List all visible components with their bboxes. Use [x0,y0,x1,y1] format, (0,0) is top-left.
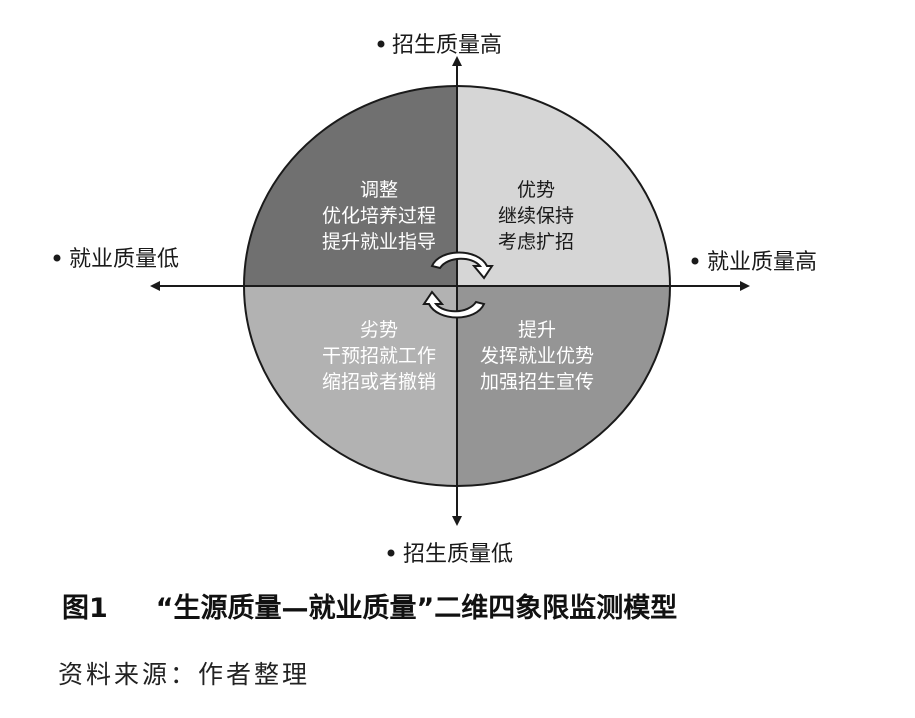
svg-text:考虑扩招: 考虑扩招 [498,231,574,253]
svg-text:招生质量低: 招生质量低 [403,542,513,567]
quadrant-top-right [457,86,670,286]
figure-caption: 图1 “生源质量—就业质量”二维四象限监测模型 [62,586,677,625]
cycle-arrows-icon [422,251,494,319]
svg-text:优势: 优势 [517,179,555,201]
axis-label-left: 就业质量低 [53,247,179,272]
svg-text:提升: 提升 [518,319,556,341]
svg-text:就业质量低: 就业质量低 [69,247,179,272]
axis-label-right: 就业质量高 [691,250,817,275]
quadrant-text-top-right: 优势 继续保持 考虑扩招 [498,179,574,253]
svg-text:加强招生宣传: 加强招生宣传 [480,371,594,393]
source-note: 资料来源：作者整理 [58,660,311,689]
axis-label-bottom: 招生质量低 [387,542,513,567]
svg-text:发挥就业优势: 发挥就业优势 [480,345,594,367]
svg-text:优化培养过程: 优化培养过程 [322,205,436,227]
svg-text:就业质量高: 就业质量高 [707,250,817,275]
figure-number: 图1 [62,593,108,624]
quadrant-diagram: 招生质量高 招生质量低 就业质量低 就业质量高 调整 优化培养过程 提升就业指导… [53,33,817,567]
figure-title: “生源质量—就业质量”二维四象限监测模型 [155,593,678,624]
svg-text:继续保持: 继续保持 [498,205,574,227]
svg-text:招生质量高: 招生质量高 [392,33,502,58]
quadrant-top-left [244,86,457,286]
quadrant-text-bottom-left: 劣势 干预招就工作 缩招或者撤销 [322,319,436,393]
quadrant-text-top-left: 调整 优化培养过程 提升就业指导 [322,179,436,253]
svg-text:劣势: 劣势 [360,319,398,341]
svg-text:提升就业指导: 提升就业指导 [322,231,436,253]
quadrant-text-bottom-right: 提升 发挥就业优势 加强招生宣传 [480,319,594,393]
svg-text:缩招或者撤销: 缩招或者撤销 [322,371,436,393]
axis-label-top: 招生质量高 [377,33,502,58]
svg-text:调整: 调整 [360,179,398,201]
svg-text:干预招就工作: 干预招就工作 [322,345,436,367]
